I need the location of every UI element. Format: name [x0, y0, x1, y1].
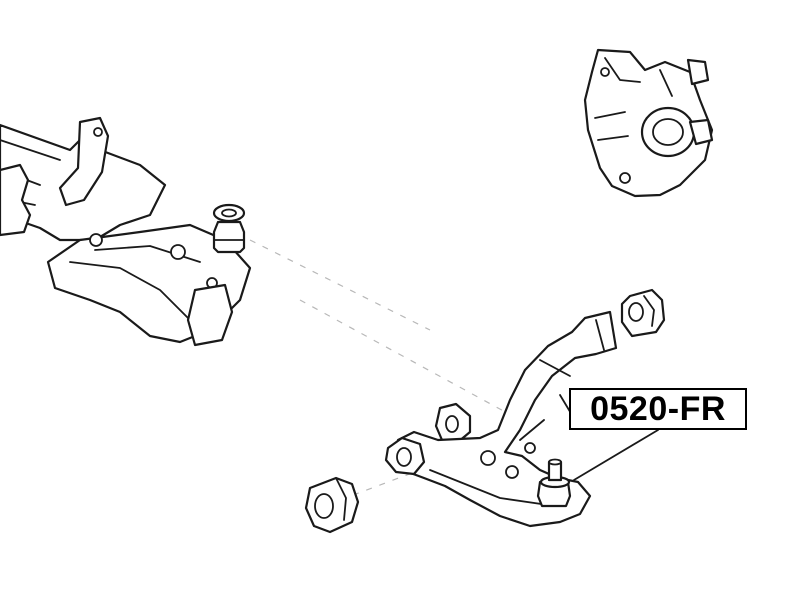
lower-control-arm [384, 310, 618, 528]
front-crossmember [0, 116, 252, 347]
label-leader-line [573, 429, 659, 481]
steering-knuckle [583, 48, 714, 198]
front-bushing [304, 476, 360, 534]
small-bushing [434, 402, 472, 444]
part-number-label: 0520-FR [569, 388, 747, 430]
rear-bushing [620, 288, 666, 338]
ball-joint [536, 458, 572, 508]
